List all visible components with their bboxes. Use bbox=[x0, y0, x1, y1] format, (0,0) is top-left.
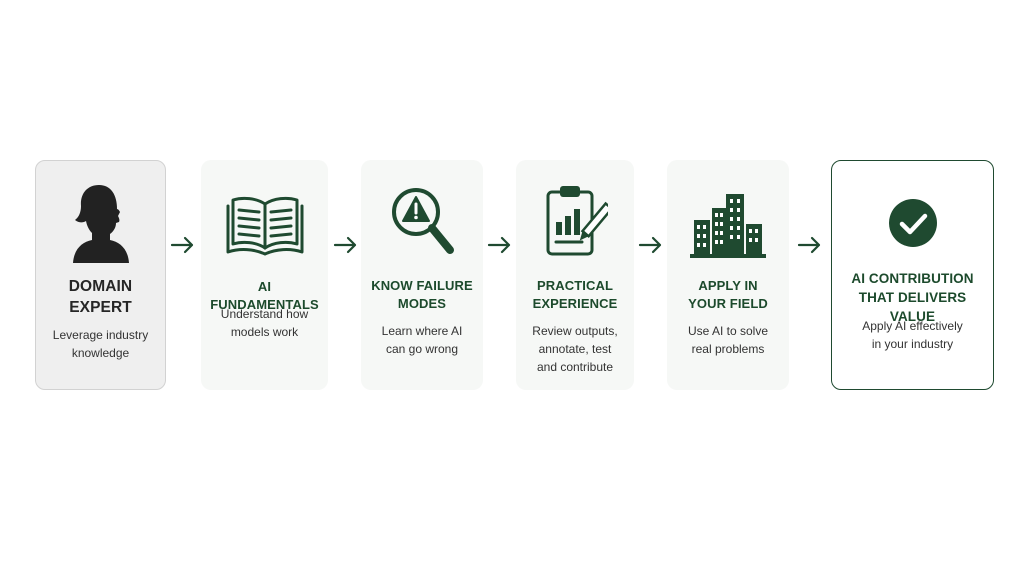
step-description: Learn where AI can go wrong bbox=[381, 324, 463, 356]
step-description: Use AI to solve real problems bbox=[687, 324, 769, 356]
step-title: PRACTICAL EXPERIENCE bbox=[532, 278, 618, 311]
step-card-domain-expert: DOMAIN EXPERT Leverage industry knowledg… bbox=[35, 160, 166, 390]
arrow-right-icon bbox=[333, 236, 357, 254]
open-book-icon bbox=[226, 196, 303, 256]
step-card-ai-fundamentals: AI FUNDAMENTALS Understand how models wo… bbox=[201, 160, 328, 390]
city-buildings-icon bbox=[690, 194, 766, 258]
step-card-ai-contribution: AI CONTRIBUTION THAT DELIVERS VALUE Appl… bbox=[831, 160, 994, 390]
step-description: Leverage industry knowledge bbox=[52, 328, 149, 360]
step-title: APPLY IN YOUR FIELD bbox=[688, 278, 768, 311]
person-silhouette-icon bbox=[72, 185, 129, 263]
arrow-right-icon bbox=[638, 236, 662, 254]
step-title: AI CONTRIBUTION THAT DELIVERS VALUE bbox=[851, 271, 974, 324]
step-card-know-failure-modes: KNOW FAILURE MODES Learn where AI can go… bbox=[361, 160, 483, 390]
step-title: DOMAIN EXPERT bbox=[68, 278, 133, 316]
magnifier-warning-icon bbox=[392, 188, 454, 254]
clipboard-chart-pencil-icon bbox=[546, 186, 608, 256]
step-description: Apply AI effectively in your industry bbox=[862, 319, 963, 351]
step-title: AI FUNDAMENTALS bbox=[210, 279, 319, 312]
arrow-right-icon bbox=[170, 236, 194, 254]
arrow-right-icon bbox=[797, 236, 821, 254]
step-title: KNOW FAILURE MODES bbox=[371, 278, 473, 311]
arrow-right-icon bbox=[487, 236, 511, 254]
checkmark-circle-icon bbox=[888, 199, 937, 247]
step-description: Understand how models work bbox=[220, 307, 309, 339]
step-card-apply-in-your-field: APPLY IN YOUR FIELD Use AI to solve real… bbox=[667, 160, 789, 390]
step-card-practical-experience: PRACTICAL EXPERIENCE Review outputs, ann… bbox=[516, 160, 634, 390]
step-description: Review outputs, annotate, test and contr… bbox=[532, 324, 618, 374]
